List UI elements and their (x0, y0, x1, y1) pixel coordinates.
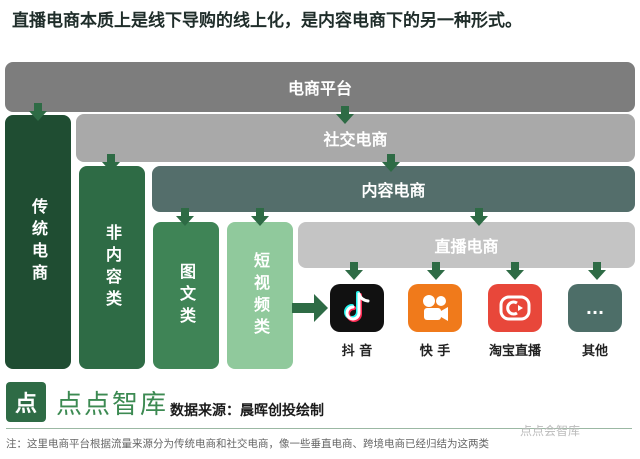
arrow-down-icon (382, 154, 400, 172)
watermark: 点点会智库 (520, 424, 581, 438)
arrow-down-icon (336, 106, 354, 124)
arrow-down-icon (29, 103, 47, 121)
brand-name: 点点智库 (56, 390, 169, 420)
arrow-down-icon (102, 154, 120, 172)
column-non-content: 非内容类 (79, 166, 145, 369)
bar-social-ecommerce: 社交电商 (76, 114, 635, 162)
footnote: 注：这里电商平台根据流量来源分为传统电商和社交电商，像一些垂直电商、跨境电商已经… (6, 438, 489, 450)
app-label-other: 其他 (581, 344, 608, 359)
arrow-down-icon (470, 208, 488, 226)
app-label-douyin: 抖 音 (341, 344, 373, 359)
taobao-live-icon[interactable] (488, 284, 542, 332)
arrow-down-icon (506, 262, 524, 280)
arrow-right-icon (292, 294, 328, 322)
column-image-text: 图文类 (153, 222, 219, 369)
app-label-taobao-live: 淘宝直播 (488, 344, 541, 359)
logo-glyph: 点 (14, 392, 37, 417)
headline: 直播电商本质上是线下导购的线上化，是内容电商下的另一种形式。 (12, 11, 522, 31)
arrow-down-icon (345, 262, 363, 280)
bar-live-ecommerce: 直播电商 (298, 222, 635, 268)
bar-content-ecommerce: 内容电商 (152, 166, 635, 212)
arrow-down-icon (427, 262, 445, 280)
douyin-icon[interactable] (330, 284, 384, 332)
arrow-down-icon (251, 208, 269, 226)
data-source: 数据来源：晨晖创投绘制 (170, 403, 324, 419)
app-label-kuaishou: 快 手 (419, 344, 451, 359)
column-traditional-ecommerce: 传统电商 (5, 115, 71, 369)
more-dots: ... (585, 298, 605, 318)
more-icon[interactable]: ... (568, 284, 622, 332)
divider (6, 428, 632, 429)
column-short-video: 短视频类 (227, 222, 293, 369)
brand-logo: 点 (6, 382, 46, 422)
kuaishou-icon[interactable] (408, 284, 462, 332)
arrow-down-icon (588, 262, 606, 280)
arrow-down-icon (176, 208, 194, 226)
bar-ecommerce-platform: 电商平台 (5, 62, 635, 112)
